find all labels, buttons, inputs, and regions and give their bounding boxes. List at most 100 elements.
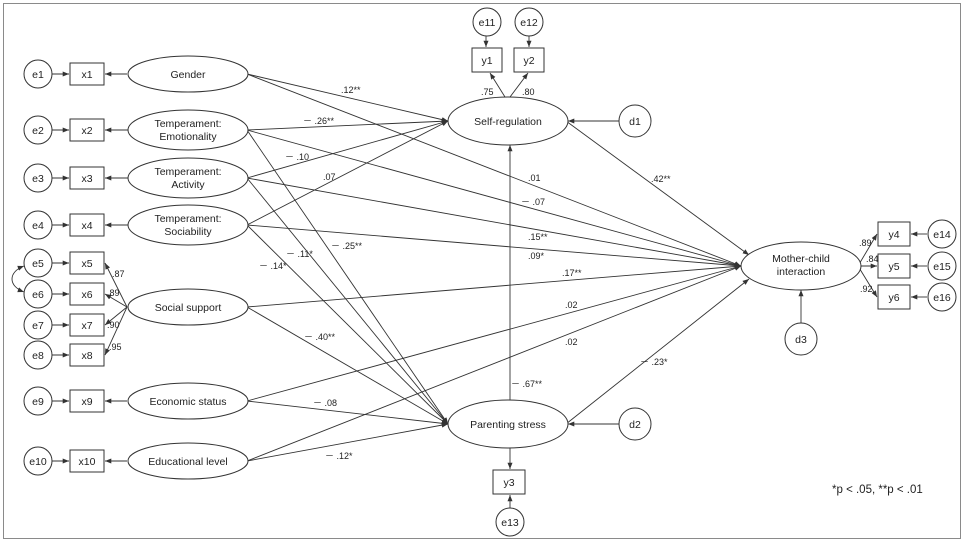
error-e4-label: e4 <box>32 220 44 232</box>
coef-emo-sr: － .26** <box>303 116 335 126</box>
construct-mother-child-interaction: Mother-child interaction <box>740 241 862 291</box>
coef-edu-mci: .02 <box>565 337 578 347</box>
indicator-y6-label: y6 <box>888 292 899 304</box>
loading-x5: .87 <box>112 269 125 279</box>
coef-sr-mci: .42** <box>651 174 671 184</box>
error-e7-label: e7 <box>32 320 44 332</box>
edge-sr-y1 <box>489 72 506 98</box>
edge-ss-x8 <box>104 306 128 356</box>
error-e2: e2 <box>23 115 53 145</box>
error-e8: e8 <box>23 340 53 370</box>
error-e12-label: e12 <box>520 17 538 29</box>
loading-y2: .80 <box>522 87 535 97</box>
indicator-y1: y1 <box>471 47 503 73</box>
y-error-terms: e11 e12 e13 e14 e15 e16 d1 d2 d3 <box>472 7 957 537</box>
error-e3: e3 <box>23 163 53 193</box>
edge-sr-y2 <box>509 72 529 98</box>
indicator-y2: y2 <box>513 47 545 73</box>
construct-activity-label-2: Activity <box>171 179 205 191</box>
construct-educational-level-label: Educational level <box>148 456 227 468</box>
indicator-x7: x7 <box>69 313 105 337</box>
indicator-x10: x10 <box>69 449 105 473</box>
indicator-x3-label: x3 <box>81 173 92 185</box>
error-e10-label: e10 <box>29 456 47 468</box>
error-e4: e4 <box>23 210 53 240</box>
loading-x6: .89 <box>107 288 120 298</box>
edge-e5-e6-covariance <box>11 265 25 293</box>
coef-soc-ps-a: － .11* <box>286 249 313 259</box>
error-e14: e14 <box>927 219 957 249</box>
edge-soc-ps <box>246 224 449 425</box>
edge-act-ps <box>246 177 449 425</box>
indicator-x6: x6 <box>69 282 105 306</box>
coef-emo-ps: － .10 <box>285 152 309 162</box>
error-e6: e6 <box>23 279 53 309</box>
indicator-x5-label: x5 <box>81 258 92 270</box>
construct-social-support-label: Social support <box>155 302 222 314</box>
indicator-y6: y6 <box>877 284 911 310</box>
error-e5: e5 <box>23 248 53 278</box>
edge-ss-x6 <box>104 293 128 308</box>
indicator-x9-label: x9 <box>81 396 92 408</box>
construct-temperament-emotionality: Temperament: Emotionality <box>127 109 249 151</box>
error-e9-label: e9 <box>32 396 44 408</box>
coef-soc-ps-c: － .14* <box>259 261 287 271</box>
coef-econ-ps: － .08 <box>313 398 337 408</box>
edge-soc-sr <box>246 120 449 226</box>
coef-edu-ps: － .12* <box>325 451 353 461</box>
error-e16: e16 <box>927 282 957 312</box>
edge-emo-ps <box>246 129 449 425</box>
indicator-y3: y3 <box>492 469 526 495</box>
loading-y4: .89 <box>859 238 872 248</box>
loading-y6: .92 <box>860 284 873 294</box>
edge-soc-mci <box>246 224 742 268</box>
construct-social-support: Social support <box>127 288 249 326</box>
edge-ss-mci <box>246 264 742 308</box>
coef-act-mci: .15** <box>528 232 548 242</box>
disturbance-d3: d3 <box>784 322 818 356</box>
construct-emotionality-label-1: Temperament: <box>154 118 221 130</box>
y-indicators: y1 y2 y3 y4 y5 y6 <box>471 47 911 495</box>
coef-ps-mci: － .23* <box>640 357 668 367</box>
indicator-x5: x5 <box>69 251 105 275</box>
error-e15-label: e15 <box>933 261 951 273</box>
indicator-x1: x1 <box>69 62 105 86</box>
indicator-x1-label: x1 <box>81 69 92 81</box>
edge-ps-mci <box>565 278 750 425</box>
edge-gender-sr <box>246 73 449 123</box>
indicator-x8-label: x8 <box>81 350 92 362</box>
indicator-y3-label: y3 <box>503 477 514 489</box>
edge-emo-mci <box>246 129 742 267</box>
edge-econ-ps <box>246 400 449 426</box>
x-indicators: x1 x2 x3 x4 x5 x6 x7 x8 x9 x10 <box>69 62 105 473</box>
loading-y1: .75 <box>481 87 494 97</box>
coef-act-sr: .07 <box>323 172 336 182</box>
indicator-y1-label: y1 <box>481 55 492 67</box>
construct-mci-label-1: Mother-child <box>772 253 830 265</box>
indicator-x10-label: x10 <box>79 456 96 468</box>
error-e9: e9 <box>23 386 53 416</box>
coef-ss-ps: － .40** <box>304 332 336 342</box>
indicator-y5-label: y5 <box>888 261 899 273</box>
construct-temperament-sociability: Temperament: Sociability <box>127 204 249 246</box>
path-coefficient-labels: .12** － .26** － .10 .07 － .11* － .25** －… <box>259 85 671 461</box>
construct-emotionality-label-2: Emotionality <box>159 131 217 143</box>
endogenous-constructs: Self-regulation Parenting stress Mother-… <box>447 96 862 449</box>
indicator-y5: y5 <box>877 253 911 279</box>
error-e5-label: e5 <box>32 258 44 270</box>
construct-parenting-stress-label: Parenting stress <box>470 419 546 431</box>
construct-parenting-stress: Parenting stress <box>447 399 569 449</box>
error-e11-label: e11 <box>479 17 496 29</box>
edges <box>11 36 927 508</box>
error-e2-label: e2 <box>32 125 44 137</box>
loading-x8: .95 <box>109 342 122 352</box>
loading-y5: .84 <box>866 254 879 264</box>
error-terms: e1 e2 e3 e4 e5 e6 e7 e8 e9 e10 <box>23 59 53 476</box>
edge-mci-y4 <box>857 233 878 267</box>
indicator-x7-label: x7 <box>81 320 92 332</box>
error-e13: e13 <box>495 507 525 537</box>
indicator-x4: x4 <box>69 213 105 237</box>
construct-sociability-label-1: Temperament: <box>154 213 221 225</box>
edge-edu-ps <box>246 422 449 462</box>
indicator-x8: x8 <box>69 343 105 367</box>
